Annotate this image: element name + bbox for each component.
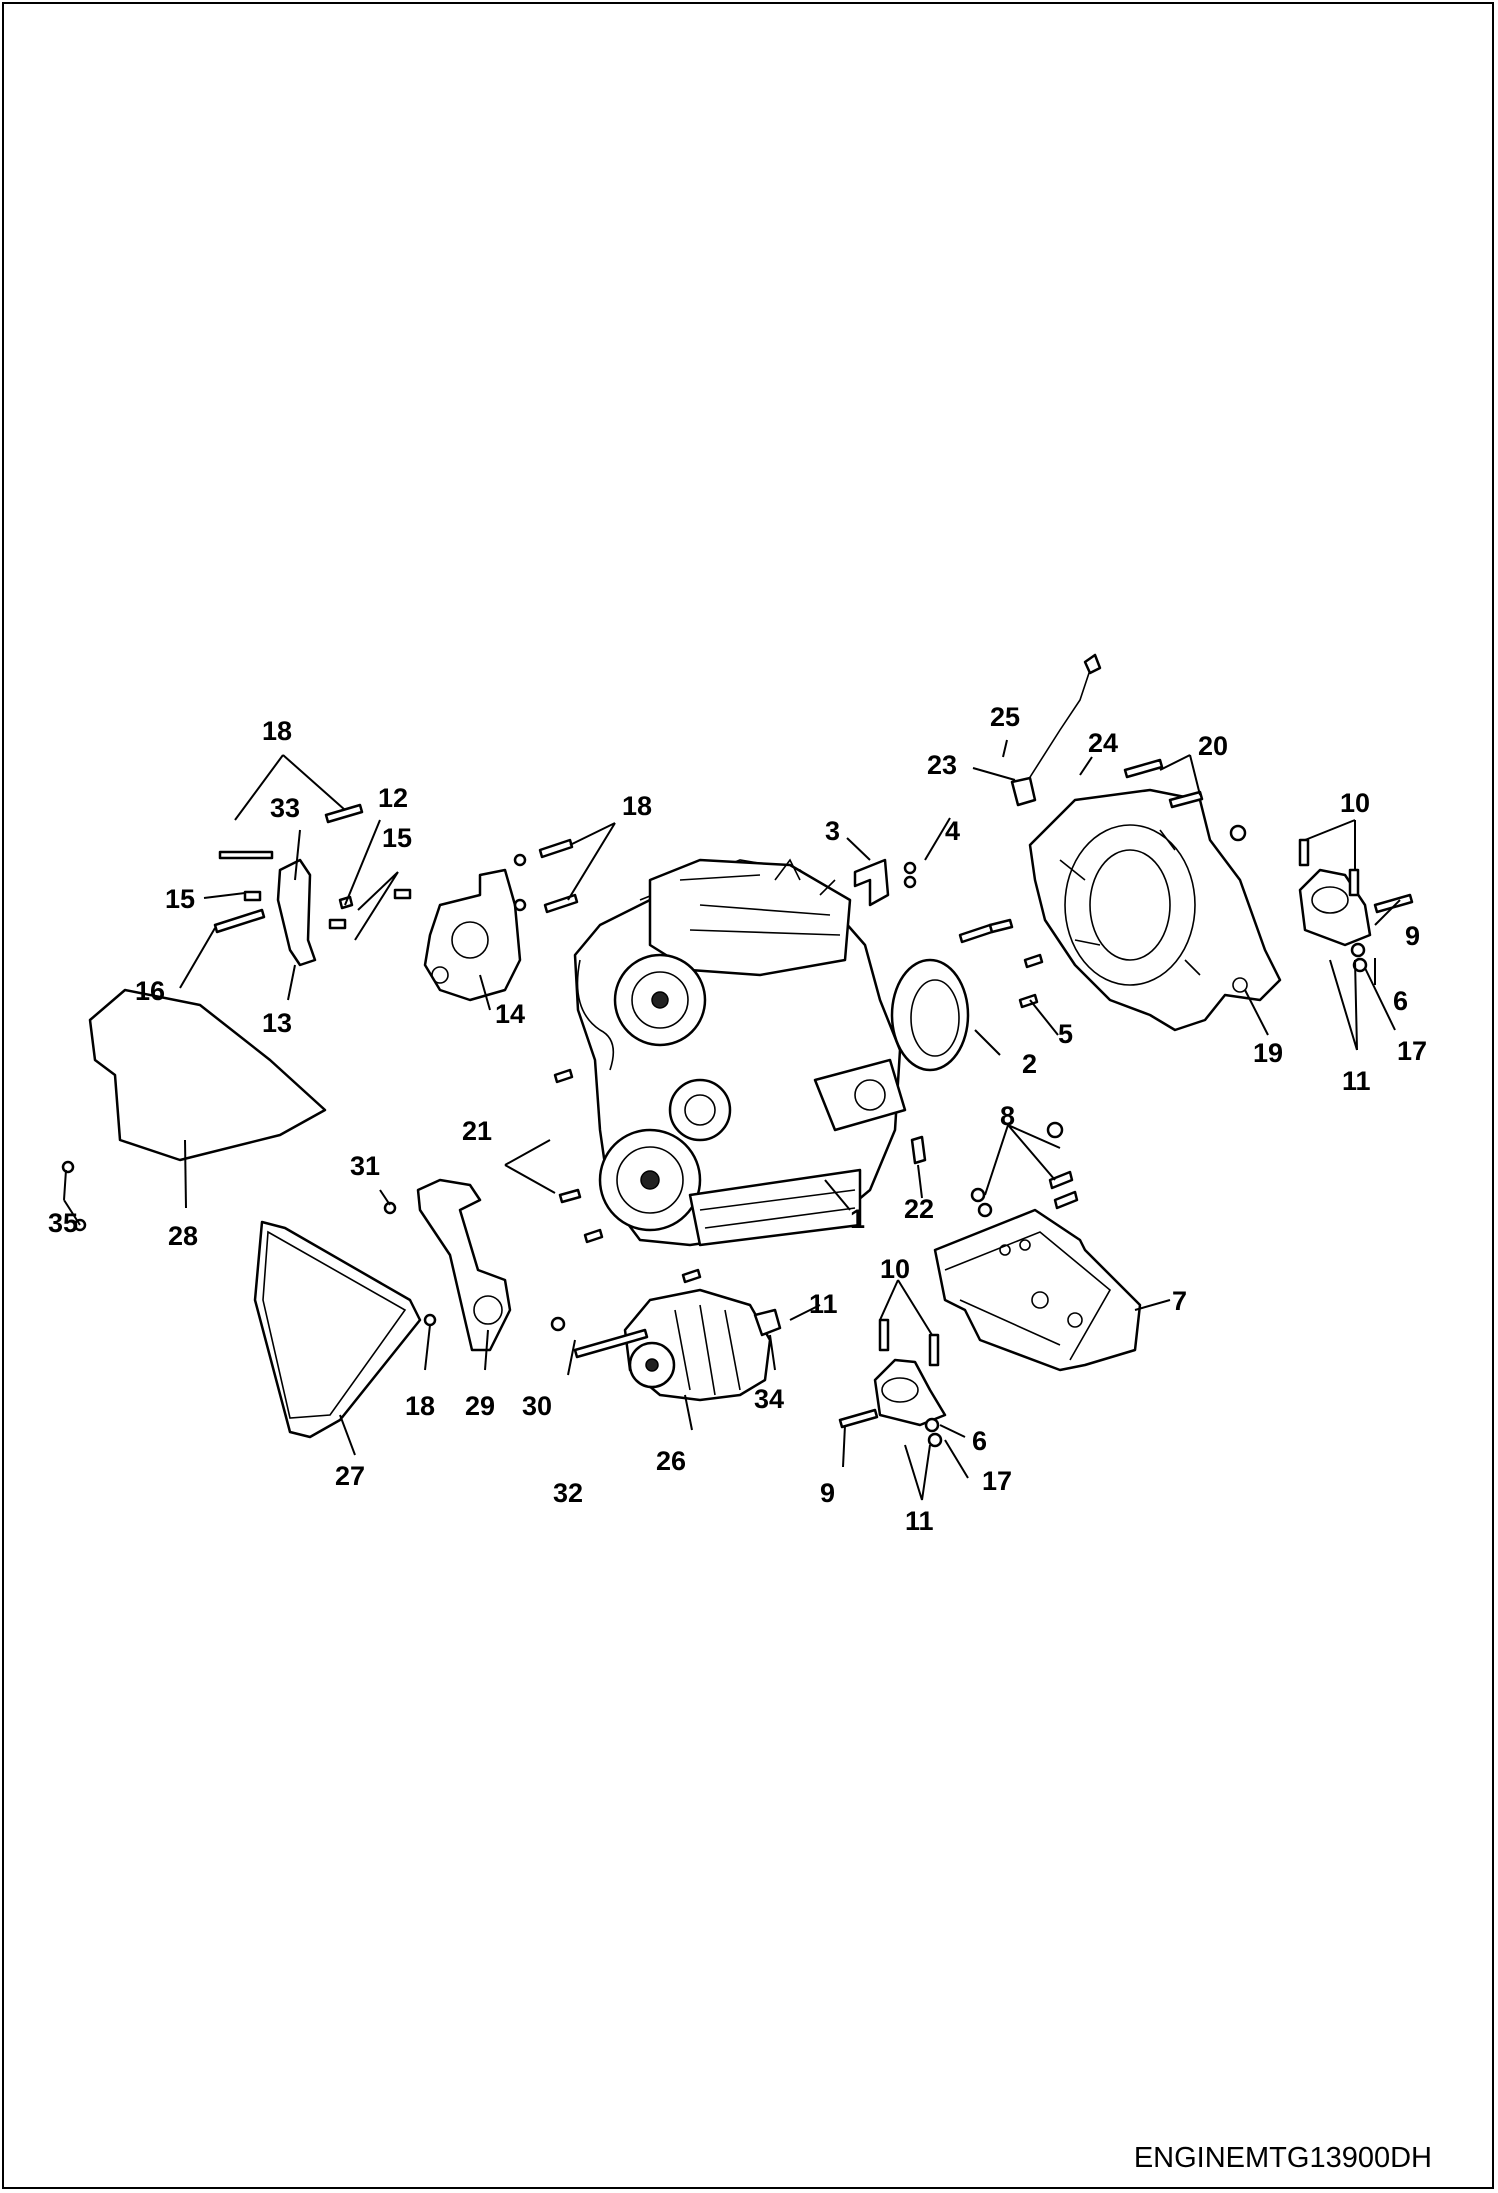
sensor-cable xyxy=(1010,653,1102,807)
callout-label: 10 xyxy=(1340,788,1370,818)
callout-label: 14 xyxy=(495,999,525,1029)
callout-label: 26 xyxy=(656,1446,686,1476)
callout-label: 6 xyxy=(1393,986,1408,1016)
engine-mount-front xyxy=(873,1358,947,1427)
mount-bracket-13 xyxy=(276,858,317,967)
callout-label: 18 xyxy=(405,1391,435,1421)
rear-seal-ring xyxy=(890,958,970,1072)
callout-label: 9 xyxy=(1405,921,1420,951)
callout-label: 18 xyxy=(262,716,292,746)
engine-mount-rear xyxy=(1298,868,1372,947)
callout-label: 30 xyxy=(522,1391,552,1421)
callout-label: 13 xyxy=(262,1008,292,1038)
callout-label: 20 xyxy=(1198,731,1228,761)
callout-label: 8 xyxy=(1000,1101,1015,1131)
callout-label: 3 xyxy=(825,816,840,846)
callout-label: 22 xyxy=(904,1194,934,1224)
callout-label: 15 xyxy=(165,884,195,914)
callout-label: 5 xyxy=(1058,1019,1073,1049)
callout-label: 17 xyxy=(982,1466,1012,1496)
callout-label: 11 xyxy=(905,1506,934,1536)
callout-label: 9 xyxy=(820,1478,835,1508)
callout-label: 31 xyxy=(350,1151,380,1181)
callout-label: 16 xyxy=(135,976,165,1006)
callout-label: 25 xyxy=(990,702,1020,732)
callout-label: 33 xyxy=(270,793,300,823)
callout-label: 21 xyxy=(462,1116,492,1146)
callout-label: 29 xyxy=(465,1391,495,1421)
figure-code: ENGINEMTG13900DH xyxy=(1133,2142,1432,2174)
callout-label: 2 xyxy=(1022,1049,1037,1079)
tensioner-bracket-14 xyxy=(423,868,522,1002)
callout-label: 11 xyxy=(809,1289,838,1319)
callout-label: 28 xyxy=(168,1221,198,1251)
callout-label: 11 xyxy=(1342,1066,1371,1096)
callout-label: 7 xyxy=(1172,1286,1187,1316)
belt-shield-28 xyxy=(88,988,327,1162)
callout-label: 1 xyxy=(850,1204,865,1234)
callout-label: 19 xyxy=(1253,1038,1283,1068)
bracket-3 xyxy=(853,858,890,907)
engine-assembly xyxy=(573,858,907,1247)
connector-34 xyxy=(753,1308,782,1337)
callout-label: 18 xyxy=(622,791,652,821)
dowel-22 xyxy=(910,1135,927,1165)
drive-belt-27 xyxy=(253,1220,422,1439)
callout-label: 27 xyxy=(335,1461,365,1491)
flywheel-housing xyxy=(1028,788,1282,1032)
leader-lines xyxy=(63,739,1401,1501)
callout-label: 10 xyxy=(880,1254,910,1284)
callout-label: 17 xyxy=(1397,1036,1427,1066)
callout-label: 24 xyxy=(1088,728,1118,758)
callout-label: 6 xyxy=(972,1426,987,1456)
mounting-plate-7 xyxy=(933,1208,1142,1372)
alternator-26 xyxy=(623,1288,772,1402)
callout-label: 12 xyxy=(378,783,408,813)
callout-label: 23 xyxy=(927,750,957,780)
tensioner-arm-29 xyxy=(416,1178,512,1352)
fastener-set xyxy=(61,758,1414,1448)
callout-label: 34 xyxy=(754,1384,784,1414)
callout-label: 35 xyxy=(48,1208,78,1238)
callout-label: 4 xyxy=(945,816,960,846)
callout-label: 15 xyxy=(382,823,412,853)
callout-label: 32 xyxy=(553,1478,583,1508)
